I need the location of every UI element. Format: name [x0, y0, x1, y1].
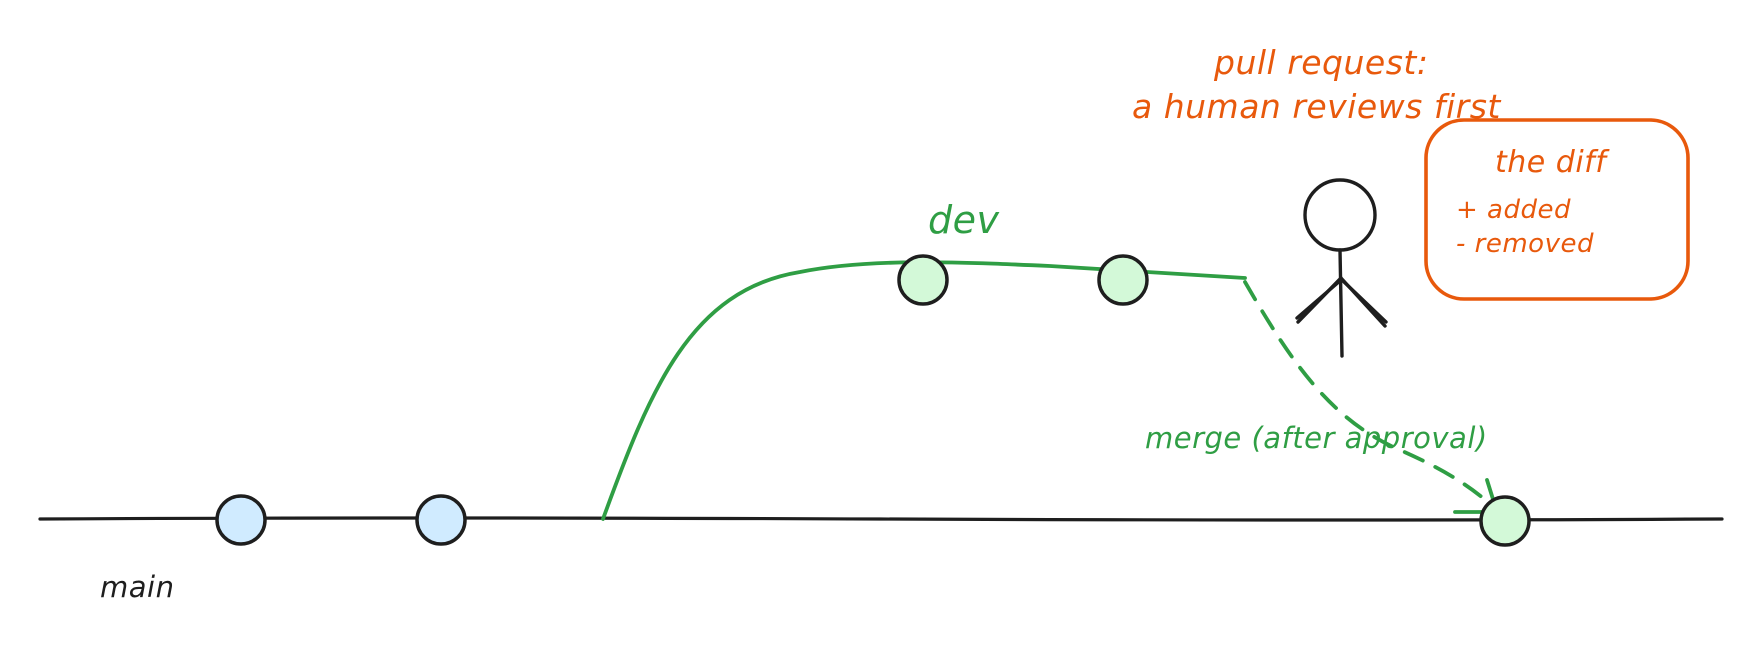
- stick-figure-icon: [1295, 178, 1388, 358]
- main-commit: [415, 494, 467, 546]
- diff-added-line: + added: [1456, 195, 1571, 225]
- dev-commit: [1097, 254, 1149, 306]
- main-commit: [215, 494, 267, 546]
- dev-branch-label: dev: [928, 198, 1000, 242]
- diff-box-title: the diff: [1495, 145, 1610, 180]
- dev-commit: [897, 254, 949, 306]
- main-branch-label: main: [100, 570, 174, 604]
- dev-branch-line: [601, 260, 1247, 521]
- pull-request-subtitle: a human reviews first: [1132, 87, 1501, 126]
- merge-label: merge (after approval): [1145, 421, 1488, 455]
- merge-commit: [1479, 495, 1531, 547]
- pull-request-title: pull request:: [1213, 43, 1428, 82]
- main-branch-line: [38, 516, 1724, 522]
- diff-removed-line: - removed: [1456, 229, 1594, 259]
- merge-arrow: [1243, 280, 1499, 512]
- diff-box: [1424, 118, 1690, 301]
